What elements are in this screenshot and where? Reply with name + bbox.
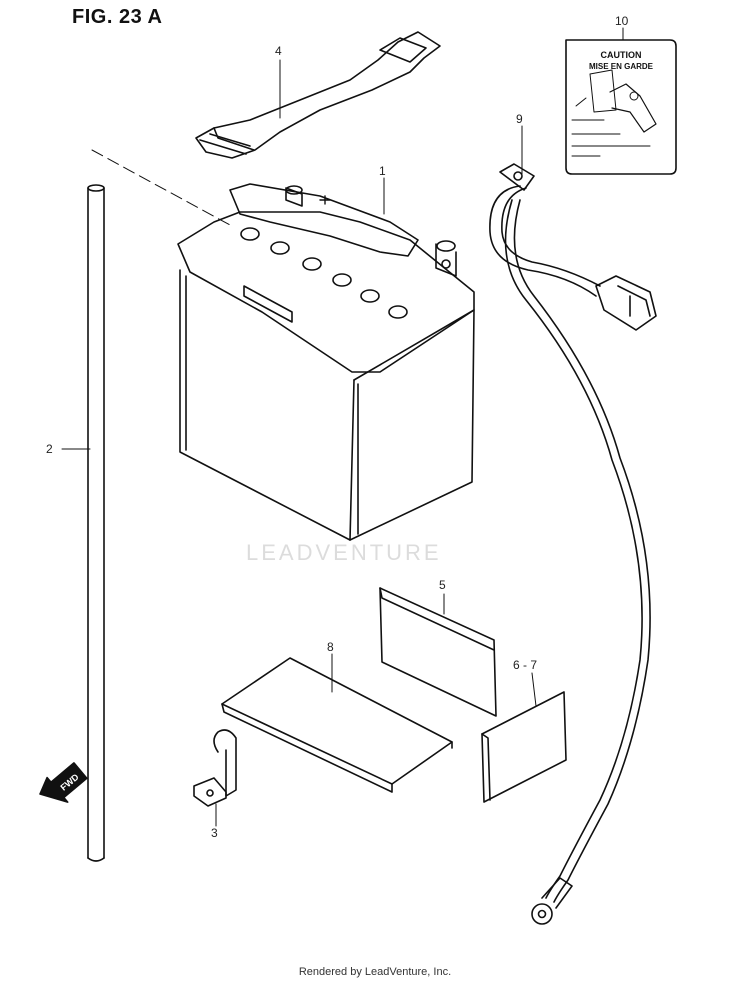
- battery-cell-caps: [240, 227, 408, 319]
- caution-label-subtitle: MISE EN GARDE: [589, 62, 654, 71]
- battery-strap: [195, 31, 441, 159]
- figure-title: FIG. 23 A: [72, 6, 163, 28]
- callout-pad-small: 6 - 7: [513, 658, 538, 672]
- footer-credit: Rendered by LeadVenture, Inc.: [298, 966, 452, 978]
- callout-harness: 9: [516, 112, 523, 126]
- tube-leader-line: [91, 149, 231, 226]
- callout-caution-label: 10: [615, 14, 629, 28]
- tube-clamp: [193, 729, 237, 807]
- vent-tube: [87, 184, 105, 862]
- callout-tube-clamp: 3: [211, 826, 218, 840]
- callout-tray-sheet: 8: [327, 640, 334, 654]
- battery-pad-small: [481, 691, 567, 803]
- watermark-text: LEADVENTURE: [246, 540, 442, 565]
- fwd-arrow: FWD: [39, 762, 88, 803]
- battery-pad-top: [379, 587, 497, 717]
- battery: [177, 183, 475, 541]
- caution-label: [565, 39, 677, 175]
- callout-battery-strap: 4: [275, 44, 282, 58]
- callout-pad-top: 5: [439, 578, 446, 592]
- caution-label-title: CAUTION: [601, 50, 642, 60]
- callout-vent-tube: 2: [46, 442, 53, 456]
- battery-harness: [489, 163, 657, 925]
- battery-terminals: [285, 185, 457, 277]
- callout-battery: 1: [379, 164, 386, 178]
- battery-tray-sheet: [221, 657, 453, 793]
- callout-leaders: [61, 27, 624, 827]
